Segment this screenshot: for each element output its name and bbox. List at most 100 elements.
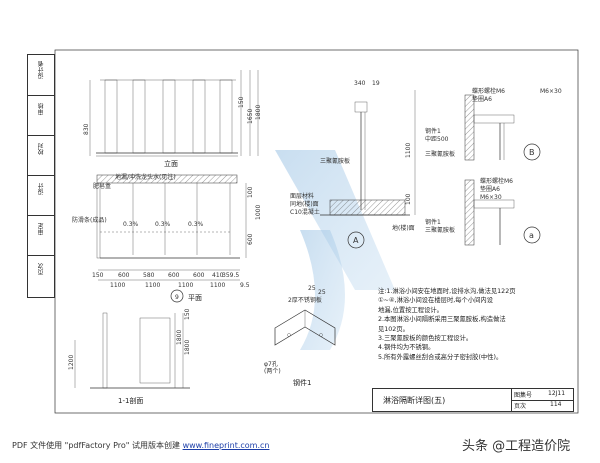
elevation-dim: 830 <box>83 123 90 135</box>
section-b-label: 中距500 <box>425 135 449 143</box>
section-a-dim: 340 <box>354 80 366 87</box>
plan-label: 地漏/冲洗龙头水(见注) <box>115 173 176 181</box>
page-label: 页次 <box>514 403 527 410</box>
plan-dim: 1100 <box>210 282 225 289</box>
plan-dim: 600 <box>193 272 205 279</box>
plan-dim: 580 <box>143 272 155 279</box>
plan-dim: 1100 <box>178 282 193 289</box>
section-11-dim: 1200 <box>68 355 75 370</box>
atlas-value: 12J11 <box>548 390 566 397</box>
section-b-label: M6×30 <box>540 88 562 95</box>
section-c-label: M6×30 <box>480 194 502 201</box>
plan-dim: 600 <box>168 272 180 279</box>
section-a-label: C10混凝土 <box>290 208 320 216</box>
steel-dim: 25 <box>308 285 316 292</box>
steel-title: 钢件1 <box>293 378 311 387</box>
section-b-label: 钢件1 <box>425 127 441 135</box>
plan-dim: 150 <box>92 272 104 279</box>
plan-dim: 1100 <box>110 282 125 289</box>
section-c-label: 三聚氰胺板 <box>425 226 455 234</box>
pdf-footer-link[interactable]: www.fineprint.com.cn <box>182 441 270 450</box>
section-a-view <box>320 90 416 249</box>
sidebar-cell: 审定 <box>28 215 54 256</box>
watermark-shape <box>300 230 345 350</box>
section-11-title: 1-1剖面 <box>118 396 143 405</box>
plan-dim: 410 <box>212 272 224 279</box>
note-line: 4.钢件均为不锈钢。 <box>378 344 435 352</box>
title-meta: 图集号 12J11 页次 114 <box>511 389 574 411</box>
note-line: ①~④,淋浴小间设在楼层时,每个小间内设 <box>378 297 494 305</box>
steel-part-view <box>274 309 336 346</box>
section-a-dim: 1100 <box>405 143 412 158</box>
note-line: 5.所有外露螺丝刮合或高分子密封胶(中性)。 <box>378 353 503 361</box>
page-value: 114 <box>550 401 562 408</box>
section-a-label: 地(楼)面 <box>392 224 415 232</box>
revision-sidebar: 设计者 审核 校对 设计 审定 页次 <box>27 54 55 298</box>
sheet-frame <box>54 49 579 414</box>
section-a-label: 同地(楼)面 <box>290 200 319 208</box>
note-line: 注:1.淋浴小间安在地面时,设排水沟,做法见122页 <box>378 288 516 295</box>
elevation-dim: 150 <box>238 96 245 108</box>
source-watermark: 头条 @工程造价院 <box>462 439 571 454</box>
pdf-footer: PDF 文件使用 "pdfFactory Pro" 试用版本创建 www.fin… <box>12 440 269 451</box>
plan-slope: 0.3% <box>155 221 171 228</box>
section-b-title: B <box>529 148 535 157</box>
section-c-title: a <box>529 231 534 240</box>
plan-marker: 9 <box>175 294 179 301</box>
plan-dim: 100 <box>247 186 254 198</box>
plan-title: 平面 <box>188 294 202 302</box>
notes-block: 注:1.淋浴小间安在地面时,设排水沟,做法见122页 ①~④,淋浴小间设在楼层时… <box>378 287 570 362</box>
sidebar-cell: 校对 <box>28 135 54 176</box>
plan-label: 防滑条(成品) <box>72 216 107 224</box>
steel-dim: 25 <box>318 289 326 296</box>
plan-slope: 0.3% <box>123 221 139 228</box>
plan-dim: 1000 <box>255 205 262 220</box>
section-11-view <box>74 312 190 389</box>
section-11-dim: 150 <box>184 308 191 320</box>
section-a-dim: 100 <box>405 193 412 205</box>
title-block: 淋浴隔断详图(五) 图集号 12J11 页次 114 <box>372 388 574 412</box>
sidebar-cell: 设计者 <box>28 55 54 96</box>
section-11-dim: 1800 <box>176 330 183 345</box>
atlas-label: 图集号 <box>514 392 533 399</box>
plan-label: 肥皂盒 <box>93 182 111 190</box>
plan-dim: 600 <box>118 272 130 279</box>
steel-label: (两个) <box>264 368 281 375</box>
steel-label: 2厚不锈钢板 <box>288 296 322 304</box>
plan-dim: 359.5 <box>222 272 239 279</box>
section-a-dim: 19 <box>372 80 380 87</box>
elevation-view <box>89 70 259 157</box>
elevation-title: 立面 <box>164 159 178 168</box>
section-b-view <box>464 94 541 161</box>
section-11-dim: 1800 <box>184 340 191 355</box>
elevation-dim: 1650 <box>247 109 254 124</box>
note-line: 2.本图淋浴小间隔断采用三聚氰胺板,构造做法 <box>378 316 506 324</box>
section-c-label: 垫圈A6 <box>480 185 500 193</box>
sidebar-cell: 审核 <box>28 95 54 136</box>
plan-view <box>96 174 247 303</box>
pdf-footer-text: PDF 文件使用 "pdfFactory Pro" 试用版本创建 <box>12 441 181 450</box>
watermark-shape <box>275 150 395 290</box>
note-line: 地漏,位置按工程设计。 <box>378 306 443 314</box>
section-a-title: A <box>353 236 359 245</box>
steel-label: φ7孔 <box>264 360 278 368</box>
section-b-label: 蝶形螺栓M6 <box>472 87 505 95</box>
drawing-title: 淋浴隔断详图(五) <box>383 396 446 405</box>
note-line: 3.三聚氰胺板的颜色按工程设计。 <box>378 335 473 343</box>
elevation-dim: 1800 <box>255 105 262 120</box>
title-meta-row: 页次 114 <box>512 400 574 411</box>
plan-slope: 0.3% <box>188 221 204 228</box>
section-b-label: 垫圈A6 <box>472 95 492 103</box>
section-c-label: 钢件1 <box>425 218 441 226</box>
section-c-label: 蝶形螺栓M6 <box>480 177 513 185</box>
plan-dim: 600 <box>247 233 254 245</box>
section-c-view <box>464 179 541 246</box>
section-a-label: 三聚氰胺板 <box>320 157 350 165</box>
title-meta-row: 图集号 12J11 <box>512 389 574 401</box>
note-line: 见102页。 <box>378 325 409 333</box>
section-b-label: 三聚氰胺板 <box>425 150 455 158</box>
section-a-label: 面层材料 <box>290 192 314 200</box>
sidebar-cell: 设计 <box>28 175 54 216</box>
